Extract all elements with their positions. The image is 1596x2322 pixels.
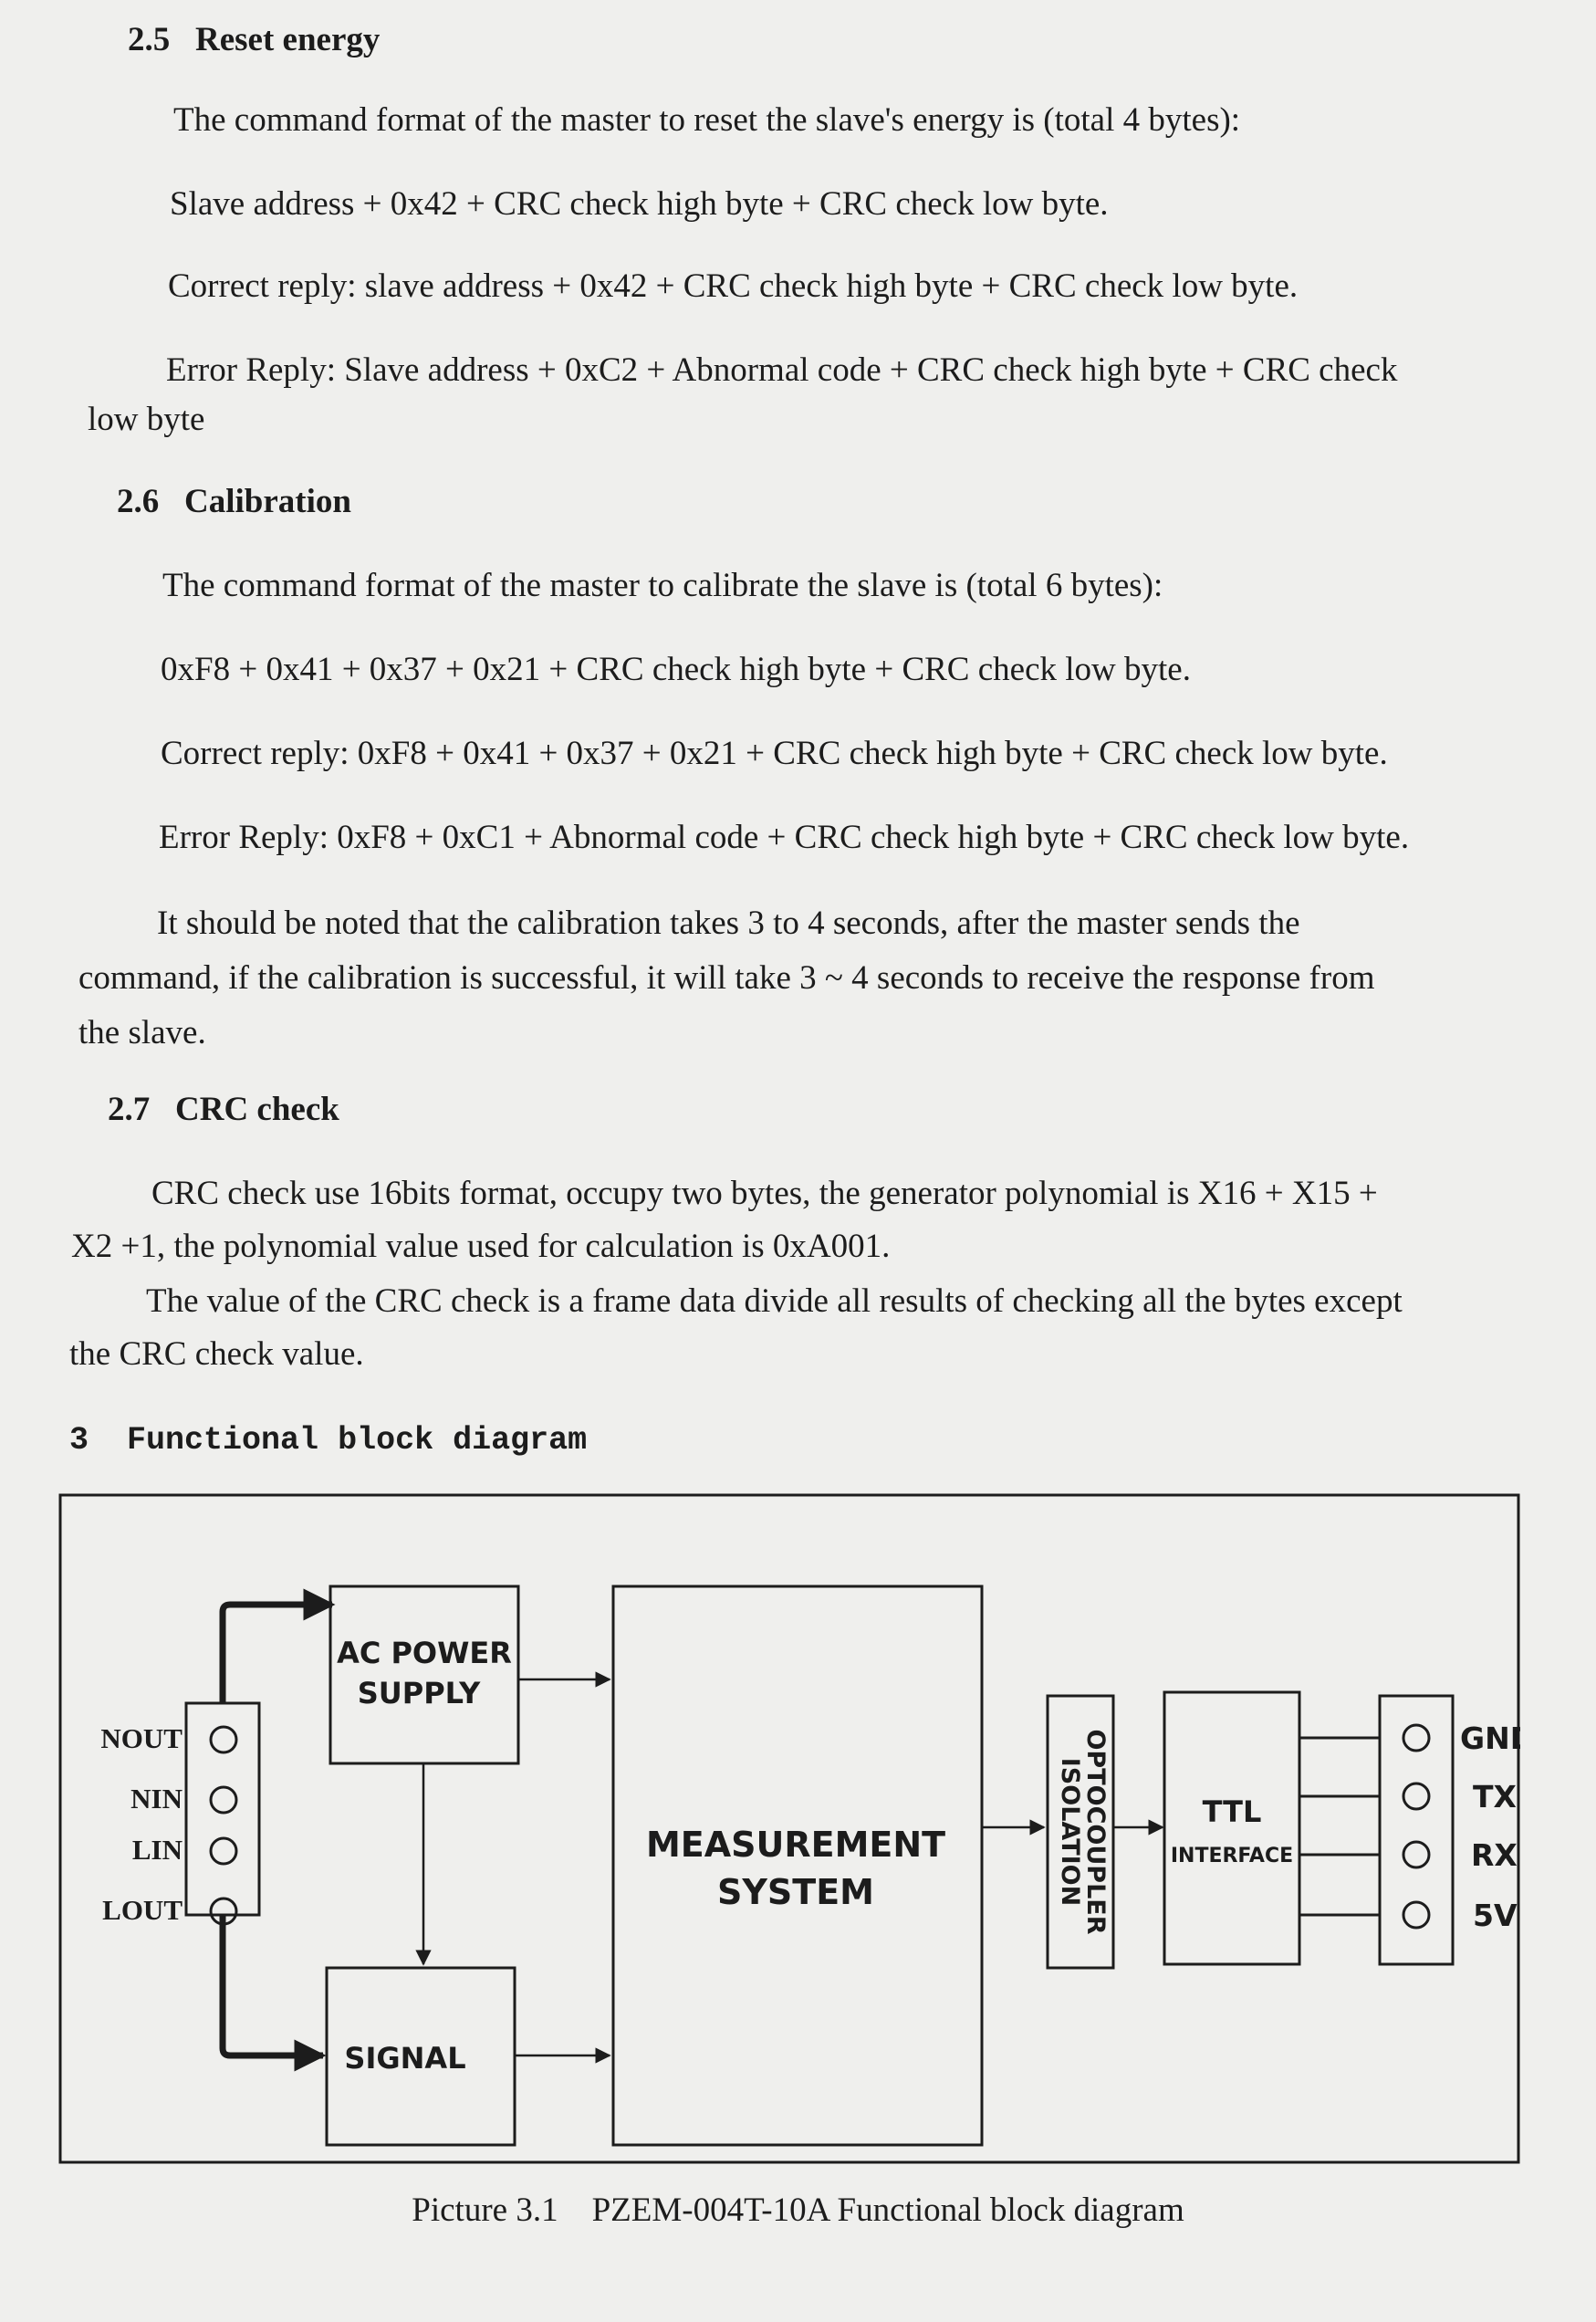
heading-text: CRC check	[175, 1091, 339, 1128]
signal-feed-line	[219, 1915, 327, 2072]
heading-number: 3	[69, 1422, 89, 1459]
terminal-nin	[209, 1785, 238, 1815]
terminal-lin	[209, 1836, 238, 1866]
terminal-tx	[1402, 1782, 1431, 1811]
optocoupler-isolation-block	[1046, 1694, 1115, 1970]
heading-number: 2.7	[108, 1091, 151, 1128]
reset-paragraph-4-cont: low byte	[88, 401, 205, 438]
section-2-5-heading: 2.5 Reset energy	[128, 20, 380, 60]
crc-paragraph-1-cont: X2 +1, the polynomial value used for cal…	[71, 1228, 891, 1265]
calibration-note-line-3: the slave.	[78, 1014, 206, 1051]
signal-label: SIGNAL	[344, 2041, 465, 2076]
pin-label-lin: LIN	[132, 1834, 183, 1866]
terminal-gnd	[1402, 1723, 1431, 1752]
ac-power-supply-block	[329, 1585, 520, 1765]
right-terminal-block	[1378, 1694, 1455, 1966]
heading-text: Calibration	[184, 483, 351, 520]
measurement-label-2: SYSTEM	[717, 1872, 874, 1912]
heading-number: 2.5	[128, 21, 171, 58]
functional-block-diagram: NOUT NIN LIN LOUT AC POWER SUPPLY SIGNAL…	[58, 1493, 1520, 2164]
ttl-label-2: INTERFACE	[1171, 1845, 1293, 1867]
terminal-nout	[209, 1725, 238, 1754]
pin-label-rx: RX	[1471, 1837, 1518, 1873]
caption-text: PZEM-004T-10A Functional block diagram	[591, 2191, 1184, 2229]
measurement-label-1: MEASUREMENT	[646, 1825, 945, 1865]
reset-paragraph-4: Error Reply: Slave address + 0xC2 + Abno…	[166, 351, 1398, 389]
figure-caption: Picture 3.1 PZEM-004T-10A Functional blo…	[0, 2191, 1596, 2230]
terminal-5v	[1402, 1900, 1431, 1930]
heading-text: Functional block diagram	[127, 1422, 588, 1459]
section-2-6-heading: 2.6 Calibration	[117, 482, 351, 522]
left-terminal-block	[184, 1701, 261, 1926]
calibration-paragraph-2: 0xF8 + 0x41 + 0x37 + 0x21 + CRC check hi…	[161, 651, 1191, 688]
pin-label-tx: TX	[1473, 1779, 1517, 1815]
heading-number: 2.6	[117, 483, 160, 520]
calibration-paragraph-1: The command format of the master to cali…	[162, 567, 1163, 604]
terminal-rx	[1402, 1840, 1431, 1869]
pin-label-lout: LOUT	[102, 1894, 183, 1926]
reset-paragraph-1: The command format of the master to rese…	[173, 101, 1241, 139]
section-3-heading: 3 Functional block diagram	[69, 1420, 587, 1460]
ttl-label-1: TTL	[1203, 1794, 1262, 1829]
ttl-interface-block	[1163, 1690, 1301, 1966]
ac-power-label-1: AC POWER	[337, 1636, 512, 1670]
calibration-note-line-2: command, if the calibration is successfu…	[78, 959, 1375, 997]
opto-label-1: OPTOCOUPLER	[1081, 1729, 1110, 1934]
heading-text: Reset energy	[195, 21, 381, 58]
crc-paragraph-2-cont: the CRC check value.	[69, 1335, 364, 1373]
section-2-7-heading: 2.7 CRC check	[108, 1090, 339, 1130]
ac-feed-line	[219, 1588, 336, 1703]
diagram-frame	[58, 1493, 1520, 2164]
pin-label-nout: NOUT	[100, 1722, 183, 1754]
ac-power-label-2: SUPPLY	[358, 1676, 481, 1710]
calibration-note-line-1: It should be noted that the calibration …	[157, 905, 1300, 942]
pin-label-gnd: GND	[1460, 1721, 1520, 1756]
calibration-paragraph-4: Error Reply: 0xF8 + 0xC1 + Abnormal code…	[159, 819, 1410, 856]
reset-paragraph-3: Correct reply: slave address + 0x42 + CR…	[168, 267, 1299, 305]
pin-label-nin: NIN	[130, 1783, 183, 1815]
reset-paragraph-2: Slave address + 0x42 + CRC check high by…	[170, 185, 1109, 223]
caption-label: Picture 3.1	[412, 2191, 558, 2229]
opto-label-2: ISOLATION	[1056, 1758, 1084, 1906]
crc-paragraph-1: CRC check use 16bits format, occupy two …	[151, 1175, 1378, 1212]
pin-label-5v: 5V	[1473, 1898, 1518, 1933]
measurement-system-block	[611, 1585, 984, 2147]
crc-paragraph-2: The value of the CRC check is a frame da…	[146, 1282, 1403, 1320]
calibration-paragraph-3: Correct reply: 0xF8 + 0x41 + 0x37 + 0x21…	[161, 735, 1388, 772]
